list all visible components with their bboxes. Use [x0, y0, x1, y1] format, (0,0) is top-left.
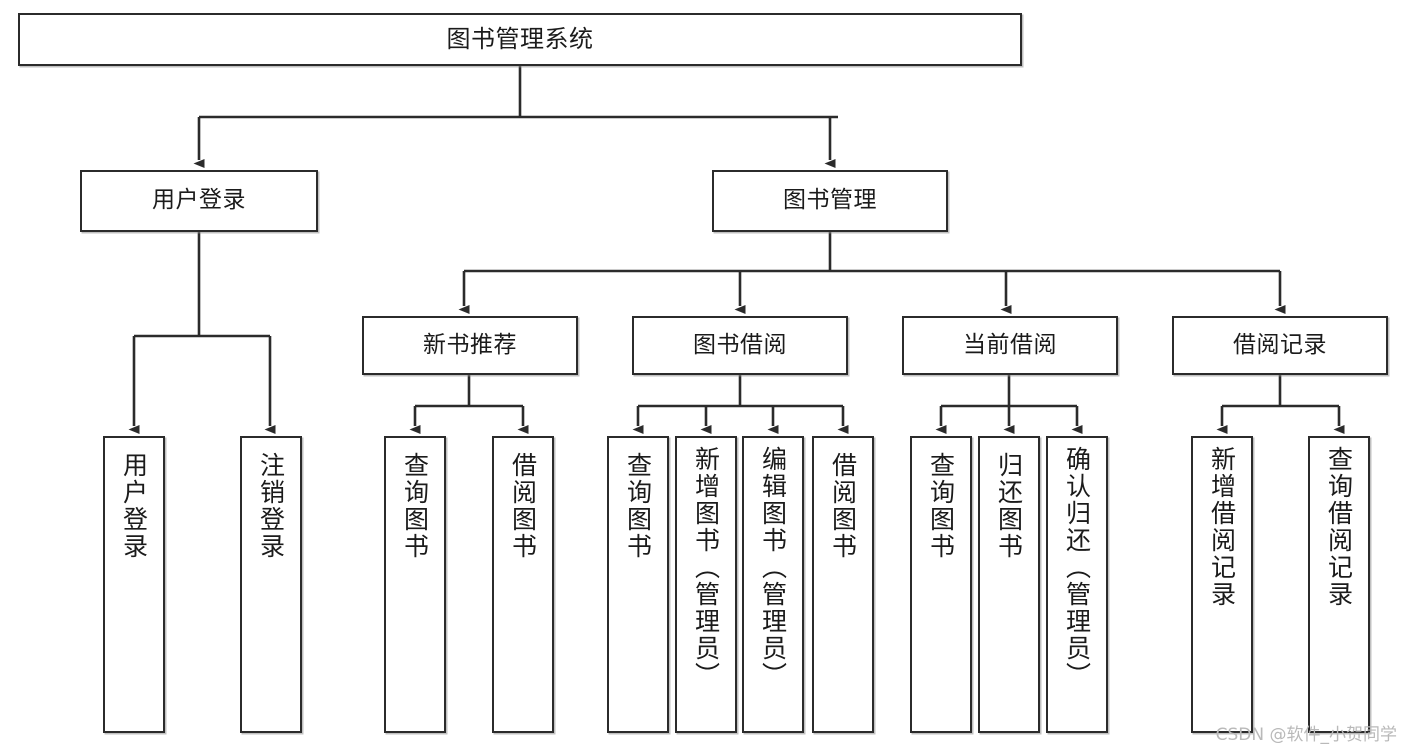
- node-new-book-recommend-label: 新书推荐: [423, 331, 517, 358]
- node-book-borrow[interactable]: 图书借阅: [632, 316, 848, 375]
- node-leaf-add-record-label: 新增借阅记录: [1207, 446, 1237, 608]
- node-user-login-label: 用户登录: [152, 187, 246, 214]
- node-leaf-query-book-2[interactable]: 查询图书: [607, 436, 669, 733]
- node-borrow-record-label: 借阅记录: [1233, 331, 1327, 358]
- node-borrow-record[interactable]: 借阅记录: [1172, 316, 1388, 375]
- node-leaf-logout-login-label: 注销登录: [256, 452, 286, 560]
- node-leaf-query-book-3-label: 查询图书: [926, 452, 956, 560]
- node-leaf-query-record-label: 查询借阅记录: [1324, 446, 1354, 608]
- node-leaf-query-book-3[interactable]: 查询图书: [910, 436, 972, 733]
- node-book-borrow-label: 图书借阅: [693, 331, 787, 358]
- node-leaf-confirm-return[interactable]: 确认归还（管理员）: [1046, 436, 1108, 733]
- node-root-system[interactable]: 图书管理系统: [18, 13, 1022, 66]
- node-leaf-add-record[interactable]: 新增借阅记录: [1191, 436, 1253, 733]
- node-leaf-add-book[interactable]: 新增图书（管理员）: [675, 436, 737, 733]
- node-leaf-confirm-return-label: 确认归还（管理员）: [1062, 446, 1092, 689]
- node-leaf-query-book-2-label: 查询图书: [623, 452, 653, 560]
- node-current-borrow-label: 当前借阅: [963, 331, 1057, 358]
- node-leaf-return-book[interactable]: 归还图书: [978, 436, 1040, 733]
- node-root-system-label: 图书管理系统: [446, 25, 594, 54]
- node-new-book-recommend[interactable]: 新书推荐: [362, 316, 578, 375]
- node-user-login[interactable]: 用户登录: [80, 170, 318, 232]
- node-book-manage-label: 图书管理: [783, 187, 877, 214]
- node-leaf-return-book-label: 归还图书: [994, 452, 1024, 560]
- node-leaf-add-book-label: 新增图书（管理员）: [691, 446, 721, 689]
- node-leaf-query-book-1[interactable]: 查询图书: [384, 436, 446, 733]
- node-leaf-borrow-book-2[interactable]: 借阅图书: [812, 436, 874, 733]
- node-current-borrow[interactable]: 当前借阅: [902, 316, 1118, 375]
- node-leaf-user-login-label: 用户登录: [119, 452, 149, 560]
- node-book-manage[interactable]: 图书管理: [712, 170, 948, 232]
- node-leaf-borrow-book-1[interactable]: 借阅图书: [492, 436, 554, 733]
- node-leaf-borrow-book-2-label: 借阅图书: [828, 452, 858, 560]
- node-leaf-user-login[interactable]: 用户登录: [103, 436, 165, 733]
- node-leaf-edit-book-label: 编辑图书（管理员）: [758, 446, 788, 689]
- node-leaf-edit-book[interactable]: 编辑图书（管理员）: [742, 436, 804, 733]
- watermark-text: CSDN @软件_小贺同学: [1215, 725, 1397, 745]
- node-leaf-query-record[interactable]: 查询借阅记录: [1308, 436, 1370, 733]
- node-leaf-query-book-1-label: 查询图书: [400, 452, 430, 560]
- node-leaf-logout-login[interactable]: 注销登录: [240, 436, 302, 733]
- node-leaf-borrow-book-1-label: 借阅图书: [508, 452, 538, 560]
